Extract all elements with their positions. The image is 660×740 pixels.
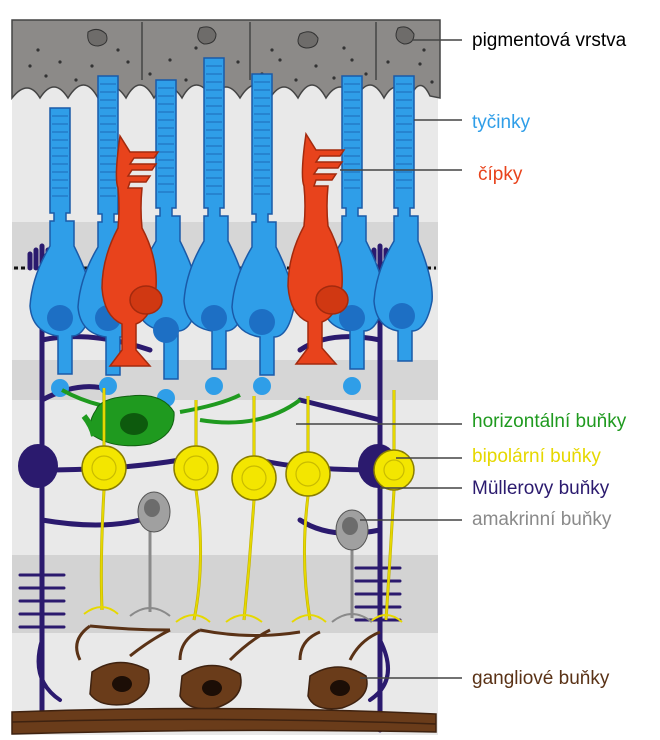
label-amacrine-cells: amakrinní buňky	[472, 509, 611, 531]
label-muller-cells: Müllerovy buňky	[472, 478, 609, 500]
label-horizontal-cells: horizontální buňky	[472, 411, 626, 433]
muller-cell-body-left	[18, 444, 58, 488]
label-cones: čípky	[478, 164, 522, 186]
nerve-fiber-layer	[12, 708, 436, 734]
label-bipolar-cells: bipolární buňky	[472, 446, 601, 468]
label-pigment-layer: pigmentová vrstva	[472, 30, 626, 52]
label-ganglion-cells: gangliové buňky	[472, 668, 609, 690]
label-rods: tyčinky	[472, 112, 530, 134]
pigment-epithelium	[12, 20, 440, 98]
